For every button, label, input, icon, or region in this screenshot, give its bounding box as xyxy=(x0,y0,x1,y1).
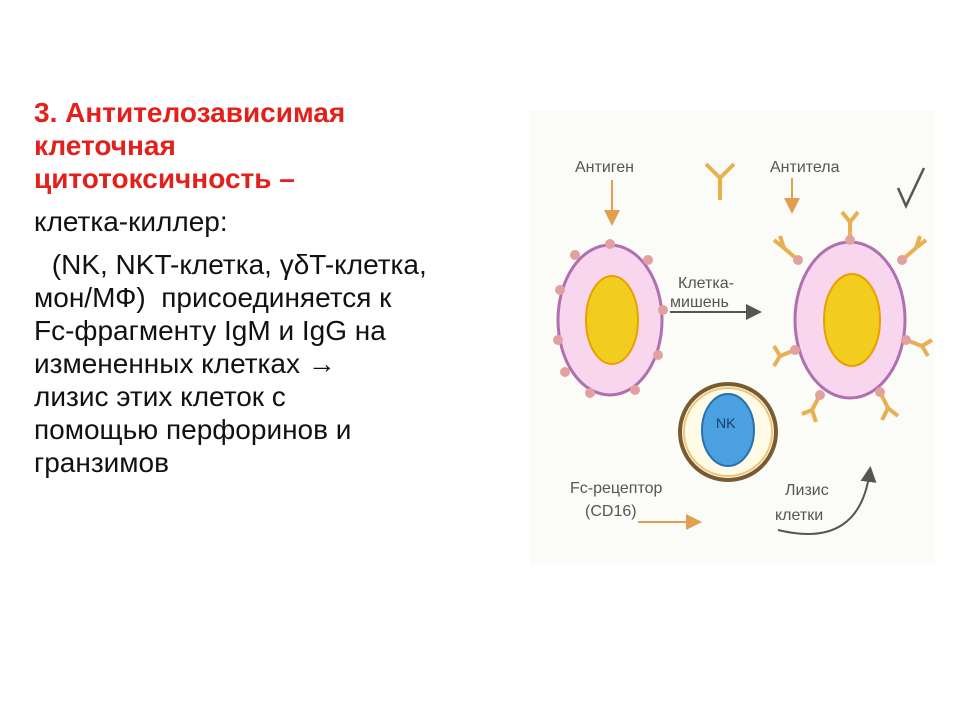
free-antibody-icon xyxy=(704,162,736,200)
target-cell-left xyxy=(553,239,668,398)
heading-line-1: 3. Антителозависимая xyxy=(34,97,346,128)
antibodies-label: Антитела xyxy=(770,159,840,176)
slide-heading: 3. Антителозависимая клеточная цитотокси… xyxy=(34,96,514,195)
text-block: 3. Антителозависимая клеточная цитотокси… xyxy=(34,96,514,479)
adcc-diagram: Антиген Антитела Клетка- мишень Fc-рецеп… xyxy=(530,110,935,565)
nk-label: NK xyxy=(716,415,736,431)
fc-receptor-label-1: Fc-рецептор xyxy=(570,480,662,497)
body-line-4: Fc-фрагменту IgM и IgG на xyxy=(34,315,386,346)
checkmark-icon xyxy=(896,167,926,209)
body-line-1: клетка-киллер: xyxy=(34,206,228,237)
body-line-2: (NK, NKT-клетка, γδT-клетка, xyxy=(44,249,427,280)
body-line-5: измененных клетках → xyxy=(34,348,336,379)
fc-receptor-label-2: (CD16) xyxy=(585,503,637,520)
body-line-8: гранзимов xyxy=(34,447,169,478)
lysis-label-1: Лизис xyxy=(785,482,829,499)
slide-body: клетка-киллер: (NK, NKT-клетка, γδT-клет… xyxy=(34,205,514,479)
target-cell-label-1: Клетка- xyxy=(678,275,734,292)
heading-line-3: цитотоксичность – xyxy=(34,163,295,194)
target-cell-right xyxy=(772,210,934,423)
lysis-label-2: клетки xyxy=(775,507,823,524)
body-line-6: лизис этих клеток с xyxy=(34,381,286,412)
nk-cell: NK xyxy=(678,382,778,482)
antigen-label: Антиген xyxy=(575,159,634,176)
body-line-7: помощью перфоринов и xyxy=(34,414,352,445)
target-cell-label-2: мишень xyxy=(670,294,729,311)
heading-line-2: клеточная xyxy=(34,130,176,161)
lysis-arrow-icon xyxy=(777,466,877,535)
body-line-3: мон/МФ) присоединяется к xyxy=(34,282,392,313)
